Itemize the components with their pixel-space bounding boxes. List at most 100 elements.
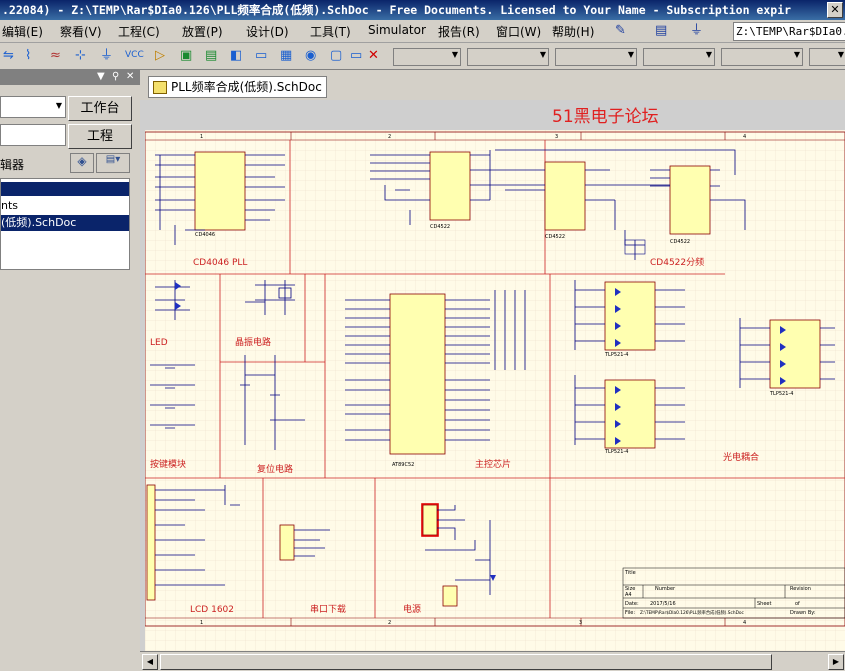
power-jack bbox=[442, 585, 458, 607]
tree-row-documents[interactable]: nts bbox=[1, 199, 19, 212]
menu-project[interactable]: 工程(C) bbox=[118, 25, 160, 39]
section-label: 电源 bbox=[403, 603, 421, 615]
chip-label: TLP521-4 bbox=[604, 352, 628, 358]
menu-design[interactable]: 设计(D) bbox=[246, 25, 289, 39]
title-block-file: Z:\TEMP\Rar$DIa0.126\PLL频率合成(低频).SchDoc bbox=[640, 609, 745, 616]
bus-icon[interactable]: ⇋ bbox=[3, 48, 14, 63]
component-icon[interactable]: ▦ bbox=[280, 48, 293, 63]
projects-panel: ▼ ⚲ ✕ ▼ 工作台 工程 辑器 ◈ ▤▾ nts (低频).SchDoc bbox=[0, 70, 140, 670]
menu-edit[interactable]: 编辑(E) bbox=[2, 25, 43, 39]
editor-label: 辑器 bbox=[0, 158, 25, 172]
title-block bbox=[622, 567, 845, 619]
lcd-connector bbox=[146, 484, 156, 601]
menu-tools[interactable]: 工具(T) bbox=[310, 25, 351, 39]
tlp521-chip bbox=[769, 319, 821, 389]
toolbar-combo-5[interactable]: ▼ bbox=[721, 48, 803, 66]
sheet-symbol-icon[interactable]: ▣ bbox=[180, 48, 193, 63]
col-number: 4 bbox=[743, 620, 746, 626]
toolbar-combo-2[interactable]: ▼ bbox=[467, 48, 549, 66]
port-icon[interactable]: ▷ bbox=[155, 48, 165, 63]
schematic-drawing: 1 2 3 4 1 2 3 4 bbox=[144, 130, 845, 651]
cd4522-chip bbox=[669, 165, 711, 235]
document-tab[interactable]: PLL频率合成(低频).SchDoc bbox=[148, 76, 327, 98]
vcc-icon[interactable]: VCC bbox=[125, 50, 144, 60]
col-number: 4 bbox=[743, 134, 746, 140]
ground-icon[interactable]: ⏚ bbox=[690, 23, 704, 38]
menu-help[interactable]: 帮助(H) bbox=[552, 25, 595, 39]
col-number: 3 bbox=[579, 620, 582, 626]
menu-reports[interactable]: 报告(R) bbox=[438, 25, 480, 39]
chip-label: CD4046 bbox=[195, 232, 215, 238]
probe-icon[interactable]: ▢ bbox=[330, 48, 343, 63]
chip-label: CD4522 bbox=[430, 224, 450, 230]
menu-place[interactable]: 放置(P) bbox=[182, 25, 223, 39]
window-title-bar: .22084) - Z:\TEMP\Rar$DIa0.126\PLL频率合成(低… bbox=[0, 0, 845, 20]
cd4522-chip bbox=[429, 151, 471, 221]
dropdown-icon[interactable]: ▼ bbox=[97, 71, 105, 82]
path-field[interactable]: Z:\TEMP\Rar$DIa0.1 bbox=[733, 22, 845, 41]
section-label: CD4046 PLL bbox=[193, 258, 247, 268]
col-number: 2 bbox=[388, 620, 391, 626]
close-icon[interactable]: ✕ bbox=[827, 2, 843, 18]
document-tab-bar: PLL频率合成(低频).SchDoc bbox=[140, 70, 845, 100]
toolbar-combo-6[interactable]: ▼ bbox=[809, 48, 845, 66]
col-number: 1 bbox=[200, 134, 203, 140]
tree-row-project[interactable] bbox=[1, 182, 129, 196]
schematic-doc-icon bbox=[153, 81, 167, 94]
chip-label: TLP521-4 bbox=[769, 391, 793, 397]
schematic-header: 51黑电子论坛 bbox=[552, 107, 659, 127]
wire-icon[interactable]: ⌇ bbox=[25, 48, 32, 63]
menu-bar: 编辑(E) 察看(V) 工程(C) 放置(P) 设计(D) 工具(T) Simu… bbox=[0, 20, 845, 43]
no-erc-icon[interactable]: ▭ bbox=[350, 48, 363, 63]
net-label-icon[interactable]: ≈ bbox=[50, 48, 61, 63]
workspace-button[interactable]: 工作台 bbox=[68, 96, 132, 121]
workspace-selector[interactable]: ▼ bbox=[0, 96, 66, 118]
title-block-drawn-label: Drawn By: bbox=[790, 610, 816, 616]
part-icon[interactable]: ◧ bbox=[230, 48, 243, 63]
horizontal-scrollbar[interactable]: ◀ ▶ bbox=[140, 651, 845, 671]
title-block-file-label: File: bbox=[625, 610, 635, 616]
view-options-icon[interactable]: ▤▾ bbox=[96, 153, 130, 173]
close-icon[interactable]: ✕ bbox=[126, 71, 135, 82]
menu-view[interactable]: 察看(V) bbox=[60, 25, 102, 39]
gnd-icon[interactable]: ⏚ bbox=[100, 48, 114, 63]
project-selector[interactable] bbox=[0, 124, 66, 146]
toolbar-combo-4[interactable]: ▼ bbox=[643, 48, 715, 66]
scroll-thumb[interactable] bbox=[160, 654, 772, 670]
draw-tool-icon[interactable]: ✎ bbox=[615, 23, 626, 38]
scroll-right-icon[interactable]: ▶ bbox=[828, 654, 844, 670]
chip-label: CD4522 bbox=[670, 239, 690, 245]
title-block-sheet-of: of bbox=[795, 601, 800, 607]
section-label: 串口下载 bbox=[310, 603, 346, 615]
title-block-number-label: Number bbox=[655, 586, 676, 592]
chip-label: AT89C52 bbox=[392, 462, 414, 468]
toolbar-combo-3[interactable]: ▼ bbox=[555, 48, 637, 66]
serial-connector bbox=[279, 524, 295, 561]
cross-icon[interactable]: ✕ bbox=[368, 48, 379, 63]
directive-icon[interactable]: ◉ bbox=[305, 48, 317, 63]
project-button[interactable]: 工程 bbox=[68, 124, 132, 149]
menu-window[interactable]: 窗口(W) bbox=[496, 25, 542, 39]
junction-icon[interactable]: ⊹ bbox=[75, 48, 86, 63]
pin-icon[interactable]: ⚲ bbox=[112, 71, 120, 82]
tlp521-chip bbox=[604, 379, 656, 449]
scroll-left-icon[interactable]: ◀ bbox=[142, 654, 158, 670]
schematic-sheet: 1 2 3 4 1 2 3 4 bbox=[144, 130, 845, 651]
col-number: 2 bbox=[388, 134, 391, 140]
section-label: 晶振电路 bbox=[235, 336, 271, 348]
menu-simulator[interactable]: Simulator bbox=[368, 23, 426, 37]
section-label: 按键模块 bbox=[150, 458, 186, 470]
sheet-entry-icon[interactable]: ▤ bbox=[205, 48, 218, 63]
tlp521-chip bbox=[604, 281, 656, 351]
print-icon[interactable]: ▤ bbox=[655, 23, 668, 38]
title-block-date: 2017/5/16 bbox=[650, 601, 676, 607]
tree-row-schdoc[interactable]: (低频).SchDoc bbox=[1, 215, 129, 231]
power-connector bbox=[422, 504, 438, 536]
layers-icon[interactable]: ◈ bbox=[70, 153, 94, 173]
section-label: LCD 1602 bbox=[190, 605, 234, 615]
toolbar-combo-1[interactable]: ▼ bbox=[393, 48, 461, 66]
col-number: 3 bbox=[555, 134, 558, 140]
title-block-sheet-label: Sheet bbox=[757, 601, 771, 607]
rect-icon[interactable]: ▭ bbox=[255, 48, 268, 63]
schematic-canvas[interactable]: 1 2 3 4 1 2 3 4 bbox=[140, 100, 845, 651]
